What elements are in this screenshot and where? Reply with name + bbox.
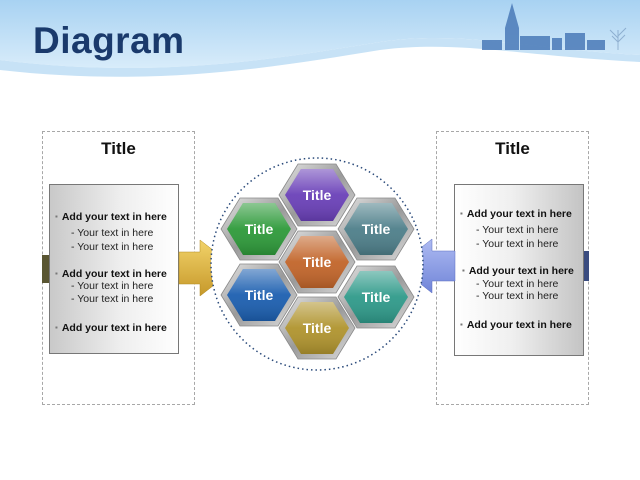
right-panel-title: Title xyxy=(495,139,530,158)
hex-label: Title xyxy=(303,254,332,270)
tree-icon xyxy=(609,27,627,50)
hex-top: Title xyxy=(278,163,356,227)
skyline-icon xyxy=(482,3,605,50)
hex-center: Title xyxy=(278,230,356,294)
hex-label: Title xyxy=(362,289,391,305)
left-item-3-heading: Add your text in here xyxy=(55,322,167,334)
left-item-2-heading: Add your text in here xyxy=(55,268,167,280)
right-tab xyxy=(581,251,589,281)
hex-label: Title xyxy=(245,287,274,303)
right-item-3-heading: Add your text in here xyxy=(460,319,572,331)
left-tab xyxy=(42,255,50,283)
right-item-2-heading: Add your text in here xyxy=(462,265,574,277)
hex-label: Title xyxy=(303,320,332,336)
hex-bottom: Title xyxy=(278,296,356,360)
left-panel-title: Title xyxy=(101,139,136,158)
left-item-1-heading: Add your text in here xyxy=(55,211,167,223)
right-item-1-sub-1: Your text in here xyxy=(476,224,558,236)
hex-lower-left: Title xyxy=(220,263,298,327)
hex-label: Title xyxy=(245,221,274,237)
hex-upper-left: Title xyxy=(220,197,298,261)
left-item-1-sub-1: Your text in here xyxy=(71,227,153,239)
left-item-1-sub-2: Your text in here xyxy=(71,241,153,253)
hex-lower-right: Title xyxy=(337,265,415,329)
right-item-1-sub-2: Your text in here xyxy=(476,238,558,250)
hex-label: Title xyxy=(303,187,332,203)
left-item-2-sub-1: Your text in here xyxy=(71,280,153,292)
right-item-2-sub-2: Your text in here xyxy=(476,290,558,302)
hex-label: Title xyxy=(362,221,391,237)
header-banner xyxy=(0,0,640,77)
right-item-1-heading: Add your text in here xyxy=(460,208,572,220)
right-item-2-sub-1: Your text in here xyxy=(476,278,558,290)
hex-upper-right: Title xyxy=(337,197,415,261)
left-item-2-sub-2: Your text in here xyxy=(71,293,153,305)
page-title: Diagram xyxy=(33,20,185,61)
